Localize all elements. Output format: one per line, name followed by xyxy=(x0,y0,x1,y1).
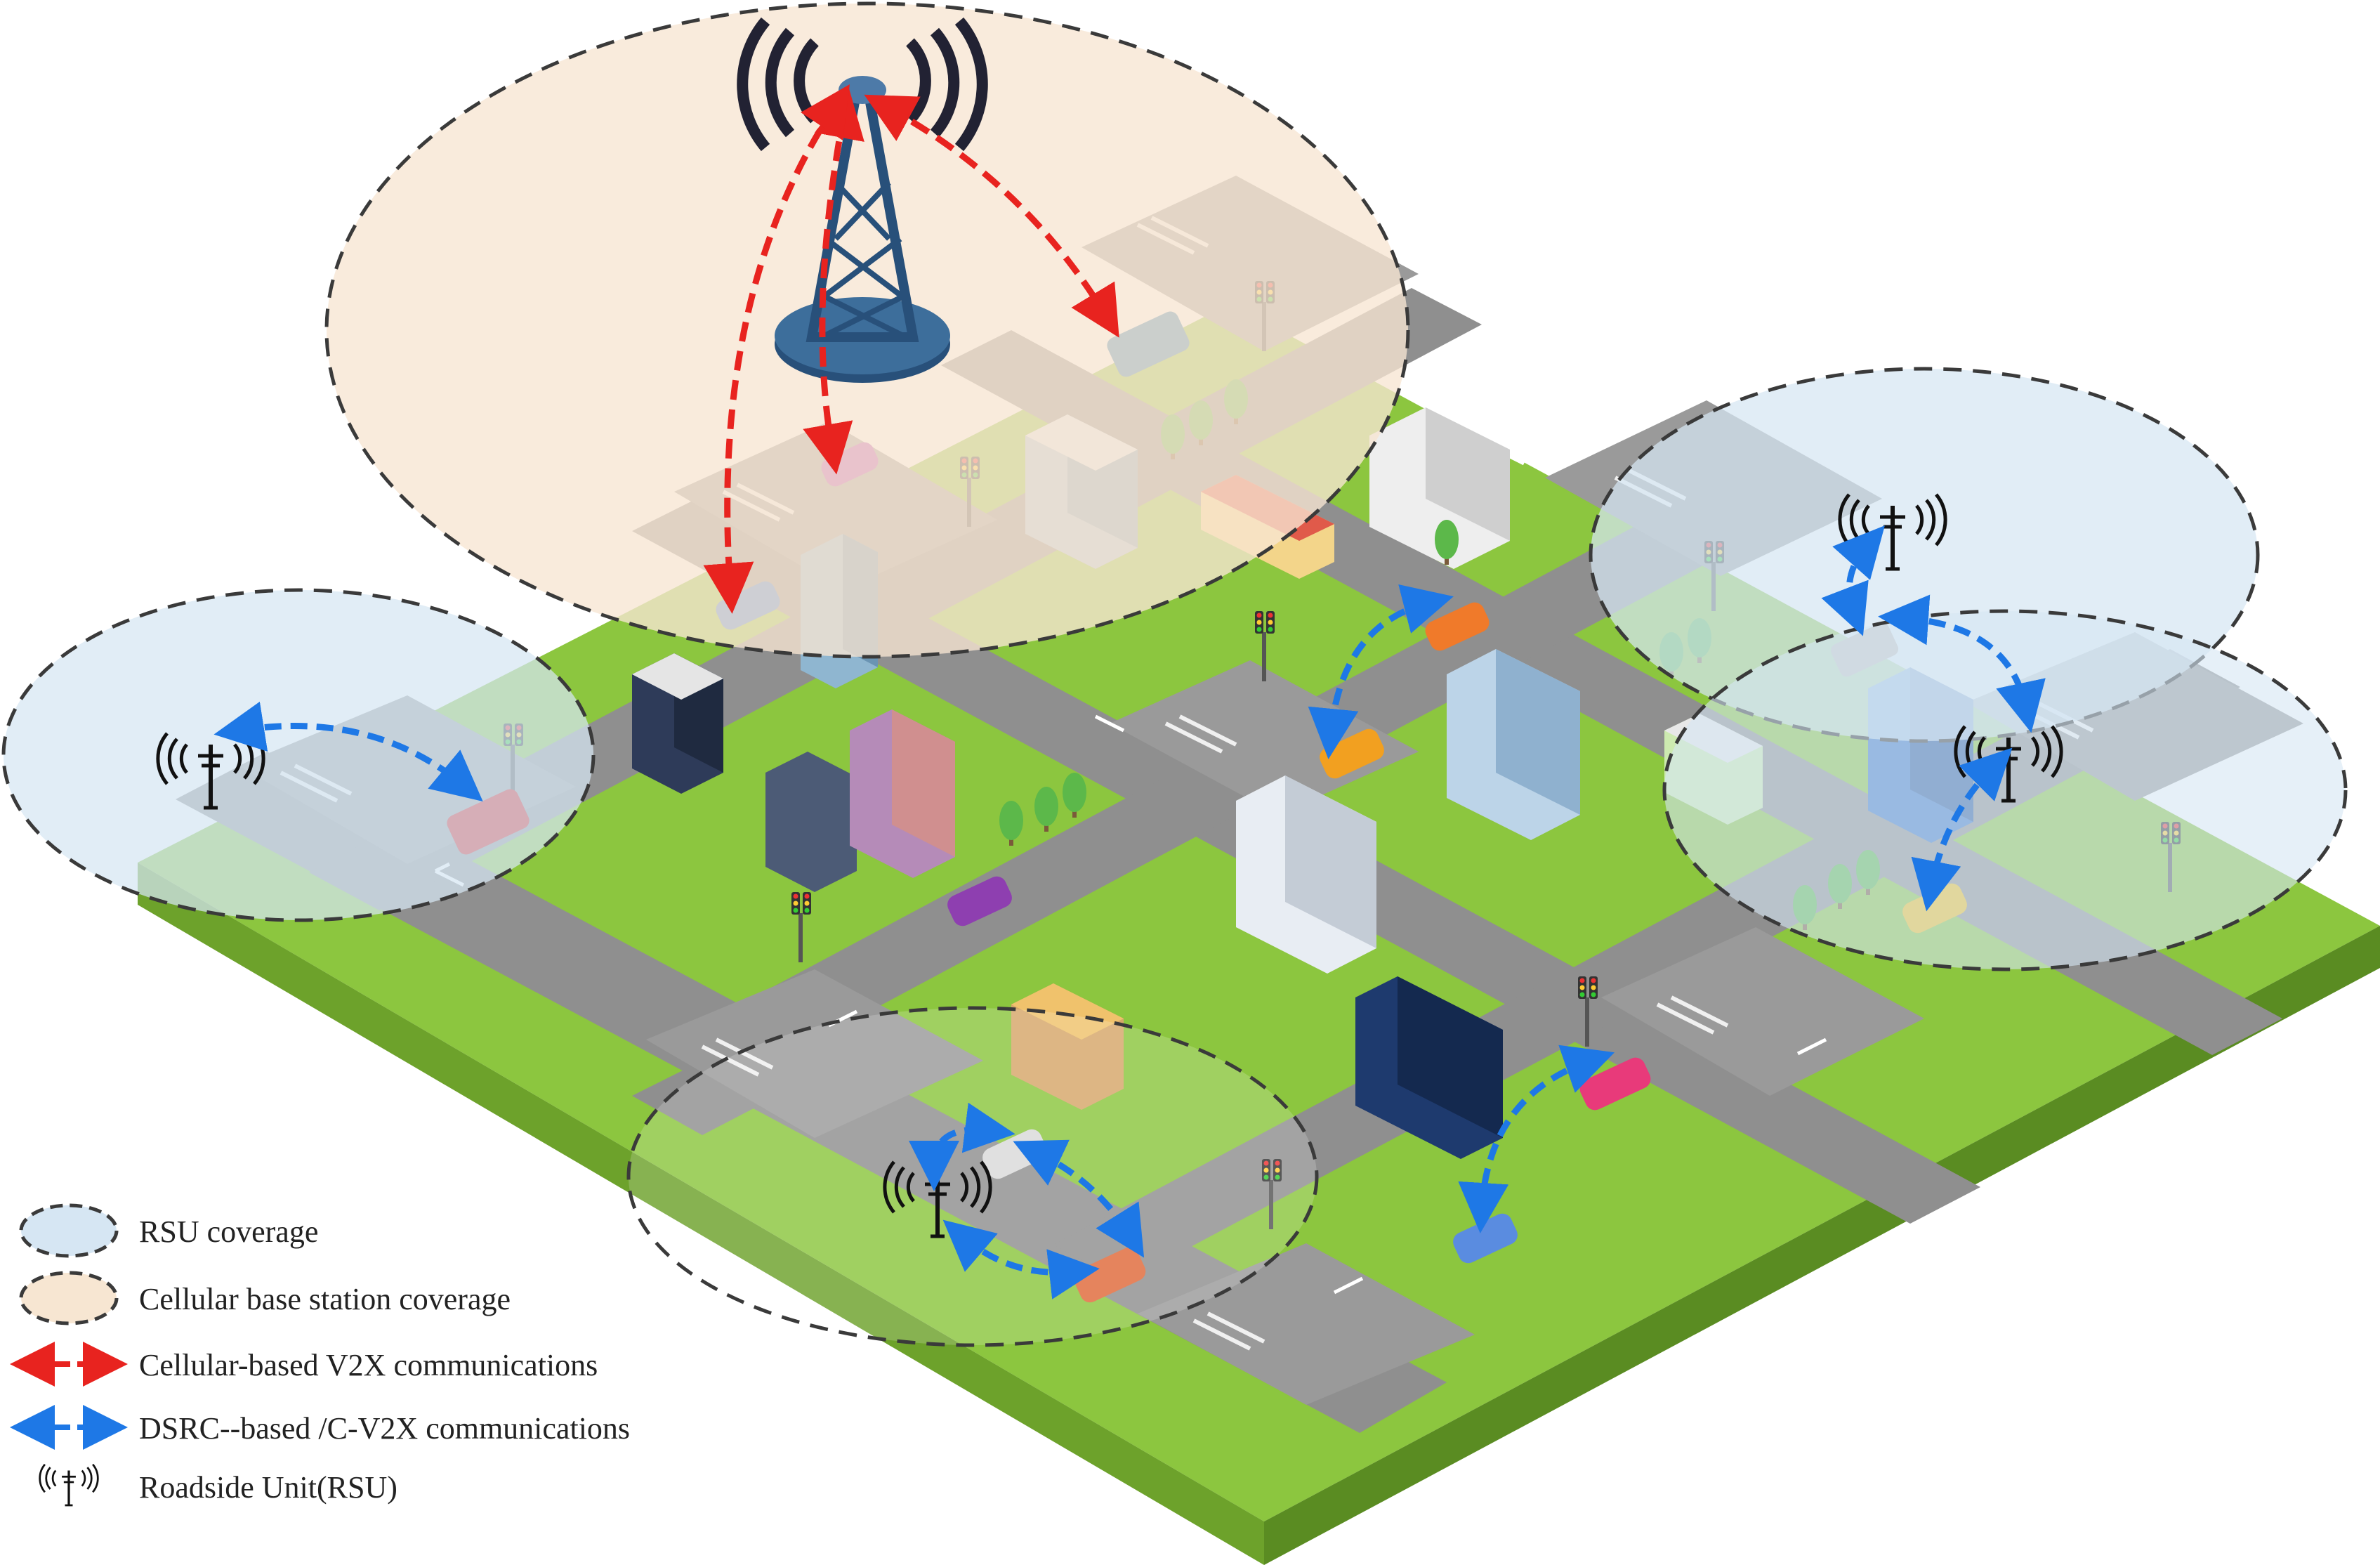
dsrc-link xyxy=(1911,747,2013,912)
legend-item-cellular-coverage: Cellular base station coverage xyxy=(19,1271,511,1325)
legend-rsu-coverage-swatch xyxy=(19,1203,119,1258)
legend: RSU coverage Cellular base station cover… xyxy=(10,1203,630,1507)
building-4 xyxy=(765,709,955,892)
legend-label-rsu: Roadside Unit(RSU) xyxy=(139,1470,397,1505)
dsrc-link xyxy=(1013,1139,1145,1258)
legend-item-rsu: Roadside Unit(RSU) xyxy=(39,1463,397,1507)
legend-item-dsrc-v2x: DSRC--based /C-V2X communications xyxy=(10,1405,630,1450)
legend-item-cellular-v2x: Cellular-based V2X communications xyxy=(10,1342,598,1387)
cellular-link xyxy=(864,94,1119,338)
dsrc-link xyxy=(1878,594,2046,733)
building-7 xyxy=(1447,649,1580,840)
building-8 xyxy=(1236,775,1376,974)
dsrc-link xyxy=(1308,584,1454,759)
car-icon xyxy=(947,876,1012,926)
legend-item-rsu-coverage: RSU coverage xyxy=(19,1203,318,1258)
building-10 xyxy=(1011,983,1124,1110)
legend-label-cellular-v2x: Cellular-based V2X communications xyxy=(139,1348,598,1382)
rsu-coverage-area-west xyxy=(1,588,596,922)
legend-label-cellular-coverage: Cellular base station coverage xyxy=(139,1282,511,1316)
dsrc-link xyxy=(942,1219,1100,1299)
dsrc-link xyxy=(213,701,483,801)
dsrc-v2x-links xyxy=(213,525,2046,1299)
cellular-link xyxy=(703,84,850,614)
building-5 xyxy=(1369,407,1510,569)
dsrc-link xyxy=(909,1102,1015,1191)
legend-label-rsu-coverage: RSU coverage xyxy=(139,1214,318,1249)
rsu-coverage-area-south xyxy=(626,1006,1319,1347)
dsrc-link xyxy=(1458,1045,1615,1233)
legend-label-dsrc-v2x: DSRC--based /C-V2X communications xyxy=(139,1411,630,1446)
dsrc-link xyxy=(1821,525,1885,636)
legend-cellular-coverage-swatch xyxy=(19,1271,119,1325)
rsu-antenna-icon xyxy=(39,1463,99,1507)
building-3 xyxy=(632,653,723,794)
cellular-v2x-links xyxy=(703,84,1119,614)
